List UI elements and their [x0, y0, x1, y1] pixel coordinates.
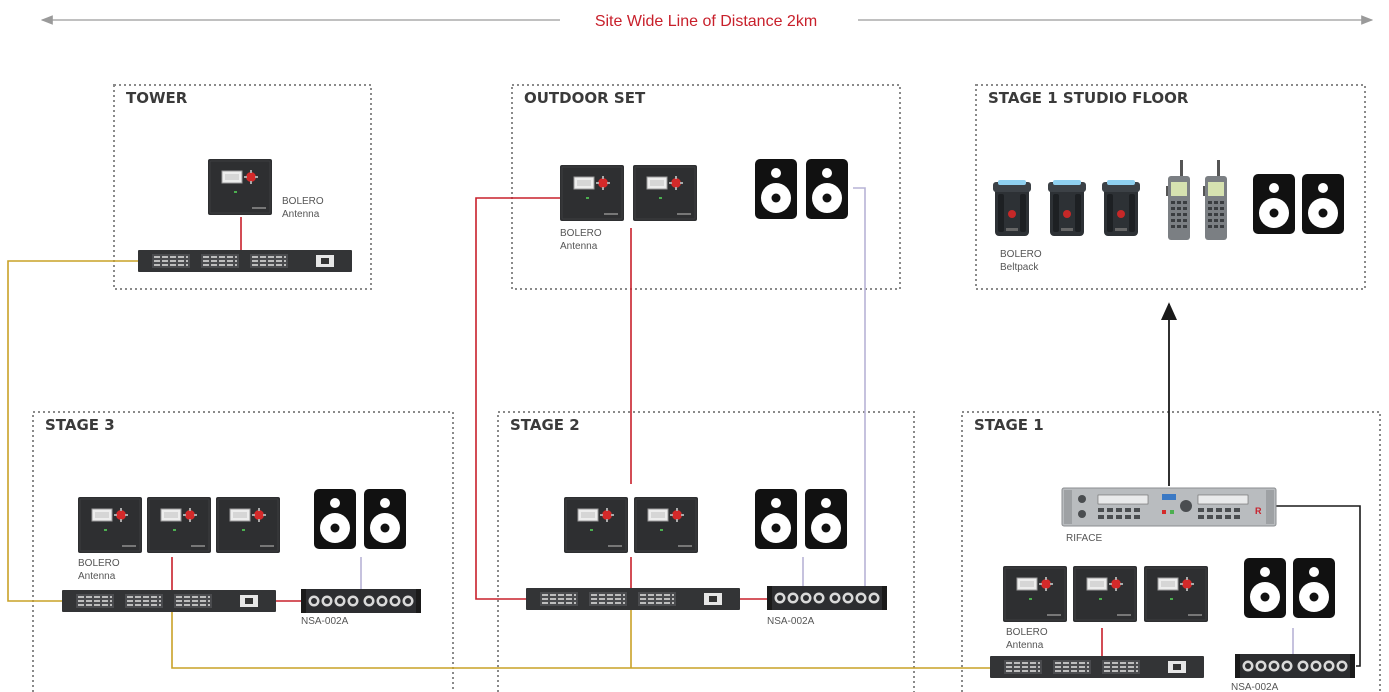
- site-line-label: Site Wide Line of Distance 2km: [595, 13, 817, 30]
- zone-outdoor-set: [511, 84, 901, 290]
- stage3-nsa-label: NSA-002A: [301, 616, 349, 627]
- stage2-speaker-1: [755, 489, 797, 549]
- stage1-speaker-1: [1244, 558, 1286, 618]
- zone-title-outdoor-set: OUTDOOR SET: [524, 89, 646, 107]
- zone-title-stage3: STAGE 3: [45, 416, 115, 434]
- stage1-nsa-label: NSA-002A: [1231, 682, 1279, 692]
- stage1-nsa: [1235, 654, 1355, 678]
- stage1-switch: [989, 655, 1205, 679]
- stage3-speaker-2: [364, 489, 406, 549]
- stage3-switch: [61, 589, 277, 613]
- stage1-speaker-2: [1293, 558, 1335, 618]
- svg-text:R: R: [1255, 506, 1262, 516]
- outdoor-speaker-1: [755, 159, 797, 219]
- zone-stage2: [497, 411, 915, 692]
- riface-unit: R: [1061, 487, 1277, 527]
- stage2-switch: [525, 587, 741, 611]
- stage2-nsa-label: NSA-002A: [767, 616, 815, 627]
- tower-switch: [137, 249, 353, 273]
- stage1-antenna-label-1: BOLERO: [1006, 627, 1048, 638]
- stage3-nsa: [301, 589, 421, 613]
- stage3-antenna-3: [215, 496, 281, 554]
- stage3-antenna-label-2: Antenna: [78, 571, 116, 582]
- stage2-speaker-2: [805, 489, 847, 549]
- studio-speaker-1: [1253, 174, 1295, 234]
- zone-title-stage1-studio-floor: STAGE 1 STUDIO FLOOR: [988, 89, 1189, 107]
- link-yellow-tower-stage3: [7, 260, 138, 602]
- studio-beltpack-3: [1102, 180, 1140, 236]
- tower-antenna-label-1: BOLERO: [282, 196, 324, 207]
- tower-antenna-label-2: Antenna: [282, 209, 320, 220]
- studio-beltpack-label-1: BOLERO: [1000, 249, 1042, 260]
- link-yellow-stage3-stage1: [171, 612, 990, 669]
- link-black-riface-nsa: [1276, 505, 1361, 667]
- zone-title-stage2: STAGE 2: [510, 416, 580, 434]
- stage2-antenna-1: [563, 496, 629, 554]
- tower-antenna: [207, 158, 273, 216]
- stage1-antenna-3: [1143, 565, 1209, 623]
- stage1-antenna-label-2: Antenna: [1006, 640, 1044, 651]
- stage1-antenna-1: [1002, 565, 1068, 623]
- link-lavender-outdoor-stage2: [853, 187, 880, 593]
- zone-stage1-studio-floor: [975, 84, 1366, 290]
- link-red-outdoor-stage2: [475, 197, 560, 600]
- studio-walkie-1: [1166, 160, 1190, 240]
- studio-beltpack-1: [993, 180, 1031, 236]
- zone-tower: [113, 84, 372, 290]
- studio-beltpack-2: [1048, 180, 1086, 236]
- zone-stage1: [961, 411, 1381, 692]
- studio-speaker-2: [1302, 174, 1344, 234]
- studio-walkie-2: [1203, 160, 1227, 240]
- stage2-nsa: [767, 586, 887, 610]
- stage2-antenna-2: [633, 496, 699, 554]
- stage1-antenna-2: [1072, 565, 1138, 623]
- stage3-antenna-1: [77, 496, 143, 554]
- stage3-antenna-label-1: BOLERO: [78, 558, 120, 569]
- stage3-speaker-1: [314, 489, 356, 549]
- zone-stage3: [32, 411, 454, 692]
- studio-beltpack-label-2: Beltpack: [1000, 262, 1039, 273]
- site-wide-line: Site Wide Line of Distance 2km: [40, 13, 1374, 30]
- outdoor-antenna-label-2: Antenna: [560, 241, 598, 252]
- stage3-antenna-2: [146, 496, 212, 554]
- outdoor-antenna-1: [559, 164, 625, 222]
- zone-title-stage1: STAGE 1: [974, 416, 1044, 434]
- outdoor-speaker-2: [806, 159, 848, 219]
- outdoor-antenna-2: [632, 164, 698, 222]
- zone-title-tower: TOWER: [126, 89, 188, 107]
- riface-label: RIFACE: [1066, 533, 1102, 544]
- outdoor-antenna-label-1: BOLERO: [560, 228, 602, 239]
